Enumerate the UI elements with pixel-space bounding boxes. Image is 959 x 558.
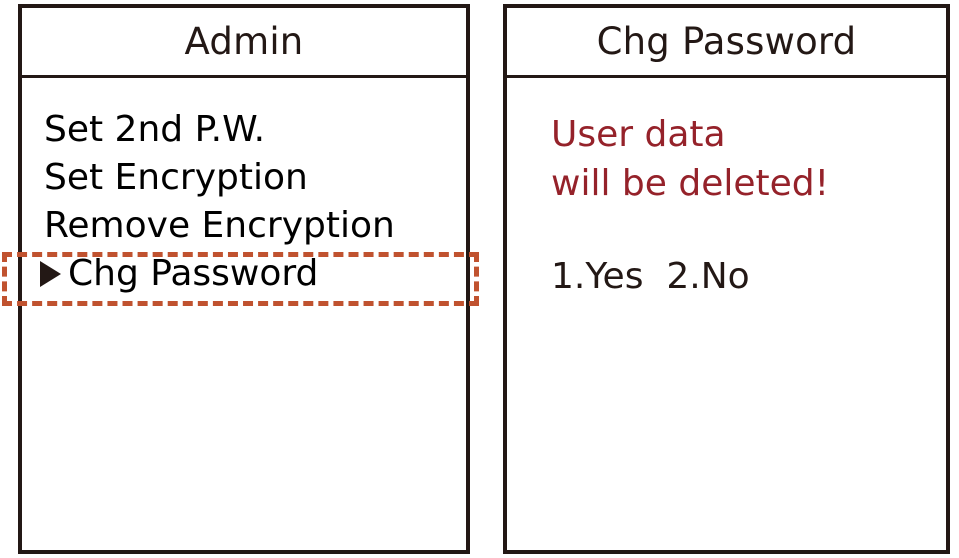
confirm-screen-body: User data will be deleted! 1.Yes 2.No	[507, 78, 946, 547]
admin-screen-header: Admin	[22, 8, 466, 78]
menu-item-chg-password[interactable]: Chg Password	[22, 250, 466, 298]
menu-item-remove-encryption[interactable]: Remove Encryption	[22, 202, 466, 250]
page-title: Admin	[184, 20, 304, 63]
admin-screen-body: Set 2nd P.W. Set Encryption Remove Encry…	[22, 78, 466, 547]
chg-password-confirm-screen: Chg Password User data will be deleted! …	[503, 4, 950, 554]
warning-message-line-2: will be deleted!	[551, 163, 830, 204]
admin-menu-list: Set 2nd P.W. Set Encryption Remove Encry…	[22, 106, 466, 298]
menu-item-label: Set 2nd P.W.	[44, 109, 266, 150]
menu-item-label: Chg Password	[68, 253, 319, 294]
menu-item-set-encryption[interactable]: Set Encryption	[22, 154, 466, 202]
confirm-choices[interactable]: 1.Yes 2.No	[551, 256, 750, 297]
confirm-screen-header: Chg Password	[507, 8, 946, 78]
triangle-right-icon	[40, 261, 61, 287]
menu-item-label: Set Encryption	[44, 157, 308, 198]
page-title: Chg Password	[596, 20, 857, 63]
confirm-content: User data will be deleted! 1.Yes 2.No	[551, 110, 936, 295]
admin-menu-screen: Admin Set 2nd P.W. Set Encryption Remove…	[18, 4, 470, 554]
menu-item-set-2nd-pw[interactable]: Set 2nd P.W.	[22, 106, 466, 154]
menu-item-label: Remove Encryption	[44, 205, 395, 246]
warning-message-line-1: User data	[551, 114, 726, 155]
